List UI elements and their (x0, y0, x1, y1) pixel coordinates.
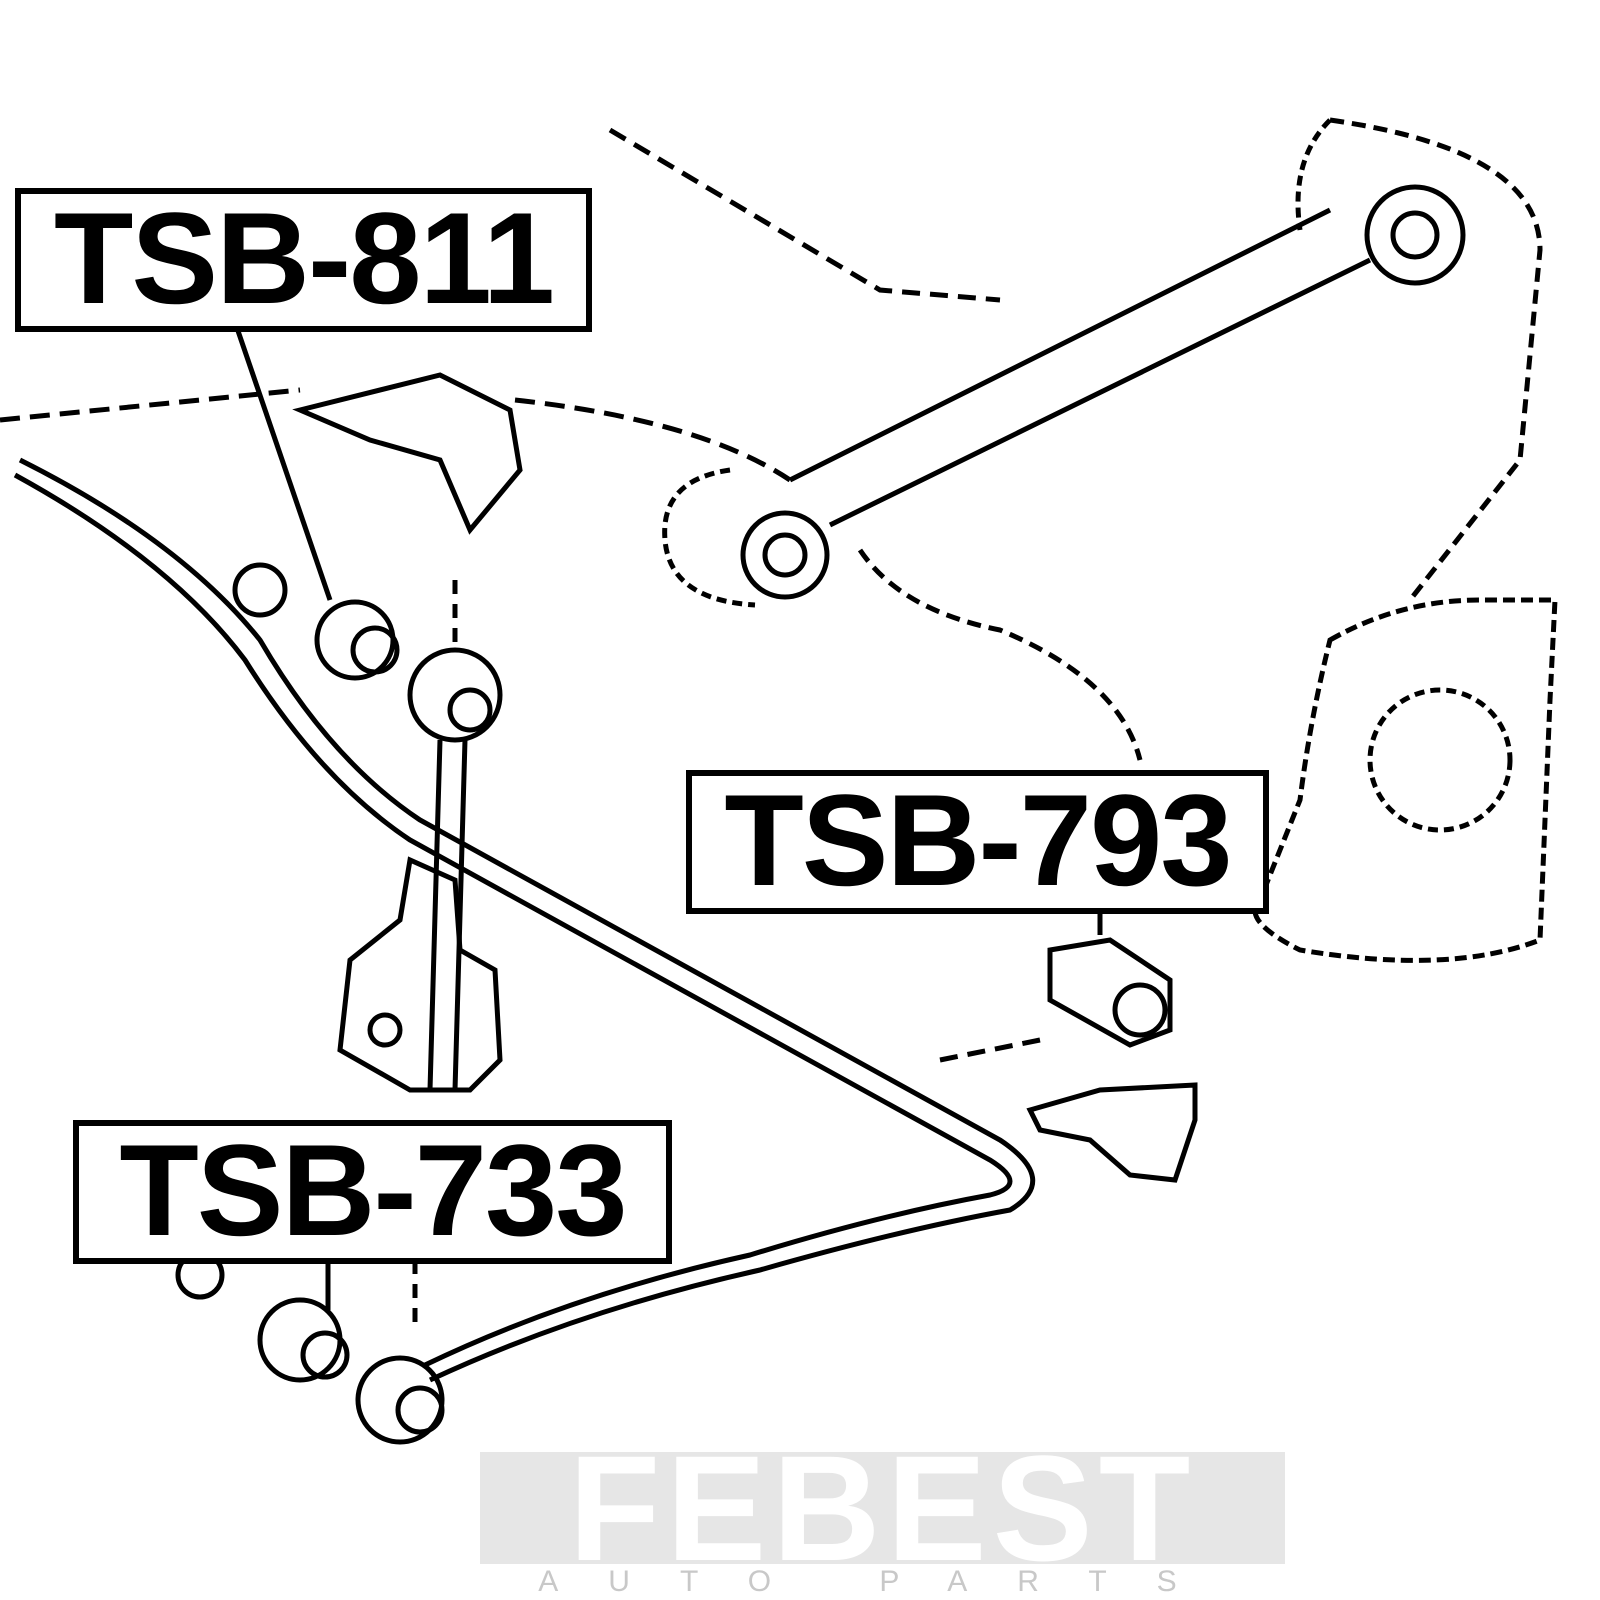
stabilizer-bar (18, 457, 1036, 1383)
bracket-lower (337, 856, 503, 1093)
watermark-tagline: AUTO PARTS (538, 1565, 1227, 1598)
bracket-upper (292, 372, 523, 535)
control-arm (788, 207, 1372, 528)
part-label-tsb-811: TSB-811 (15, 188, 592, 332)
part-label-tsb-733: TSB-733 (73, 1120, 672, 1264)
watermark-band (480, 1452, 1285, 1564)
watermark-logo: FEBEST (568, 1424, 1197, 1592)
part-label-tsb-793: TSB-793 (686, 770, 1269, 914)
bushing-793 (1047, 937, 1173, 1048)
knuckle (1252, 597, 1558, 963)
arm-bushing-rear (1364, 184, 1466, 286)
arm-bushing-front (740, 510, 830, 600)
link-bushing-upper (407, 647, 503, 743)
clamp (1026, 1082, 1198, 1183)
stabilizer-bar-inner (13, 472, 1013, 1368)
leader-811 (233, 324, 333, 601)
bushing-733 (257, 1297, 343, 1383)
